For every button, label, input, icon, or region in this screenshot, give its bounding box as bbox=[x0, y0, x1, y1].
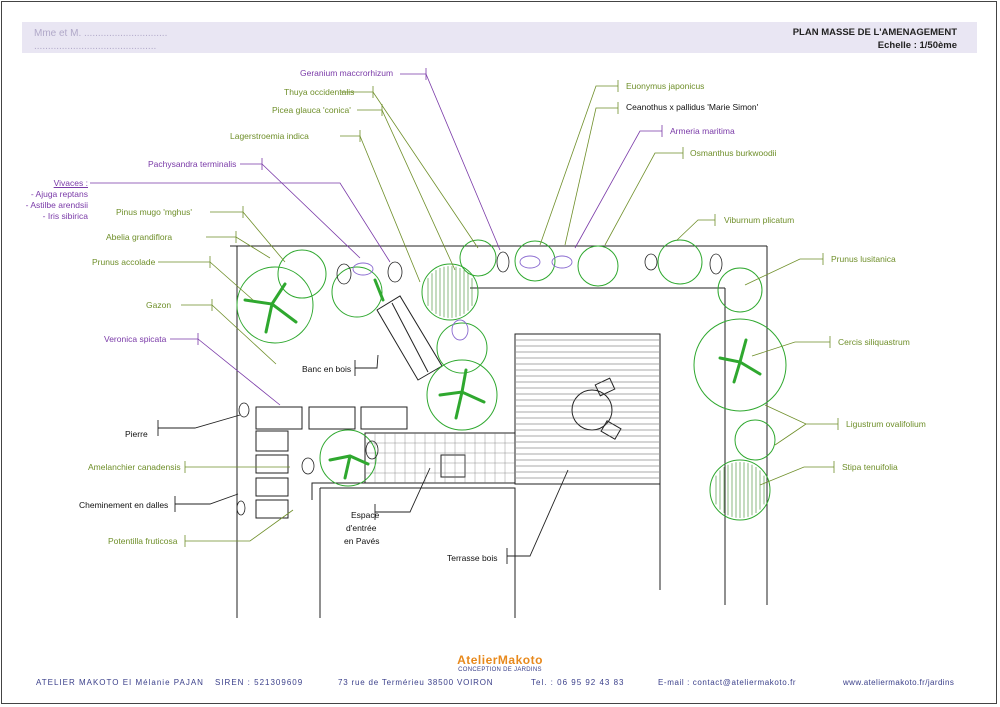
label-picea: Picea glauca 'conica' bbox=[272, 105, 351, 115]
cercis-tree bbox=[693, 318, 787, 412]
label-osmanthus: Osmanthus burkwoodii bbox=[690, 148, 777, 158]
slab bbox=[255, 406, 303, 430]
label-lagerstroemia: Lagerstroemia indica bbox=[230, 131, 309, 141]
logo-tagline: CONCEPTION DE JARDINS bbox=[458, 667, 542, 673]
label-amelanchier: Amelanchier canadensis bbox=[88, 462, 181, 472]
label-stipa: Stipa tenuifolia bbox=[842, 462, 898, 472]
footer-address: 73 rue de Termérieu 38500 VOIRON bbox=[338, 678, 494, 687]
client-line-2: ........................................… bbox=[34, 41, 157, 52]
plan-title: PLAN MASSE DE L'AMENAGEMENT bbox=[792, 27, 957, 38]
footer-siren: SIREN : 521309609 bbox=[215, 678, 304, 687]
label-geranium: Geranium maccrorhizum bbox=[300, 68, 394, 78]
label-thuya: Thuya occidentalis bbox=[284, 87, 355, 97]
slab bbox=[255, 477, 289, 497]
header-band bbox=[22, 22, 977, 53]
label-prunus-accolade: Prunus accolade bbox=[92, 257, 156, 267]
label-gazon: Gazon bbox=[146, 300, 172, 310]
slab bbox=[255, 454, 289, 474]
label-pachysandra: Pachysandra terminalis bbox=[148, 159, 237, 169]
slab bbox=[308, 406, 356, 430]
label-ceanothus: Ceanothus x pallidus 'Marie Simon' bbox=[626, 102, 759, 112]
client-line-1: Mme et M. .............................. bbox=[34, 28, 168, 39]
label-armeria: Armeria maritima bbox=[670, 126, 735, 136]
stipa-clump bbox=[709, 459, 771, 521]
slab bbox=[255, 499, 289, 519]
vivaces-list: Vivaces : - Ajuga reptans - Astilbe aren… bbox=[24, 178, 88, 222]
amelanchier-tree bbox=[319, 429, 377, 487]
prunus-accolade-tree bbox=[236, 266, 314, 344]
label-viburnum: Viburnum plicatum bbox=[724, 215, 795, 225]
plan-scale: Echelle : 1/50ème bbox=[877, 40, 957, 51]
plan-title-block: PLAN MASSE DE L'AMENAGEMENT Echelle : 1/… bbox=[793, 26, 957, 52]
label-veronica: Veronica spicata bbox=[104, 334, 167, 344]
label-pinus: Pinus mugo 'mghus' bbox=[116, 207, 193, 217]
label-terrasse: Terrasse bois bbox=[447, 553, 498, 563]
company-logo: AtelierMakoto CONCEPTION DE JARDINS bbox=[450, 654, 550, 674]
client-name-block: Mme et M. ..............................… bbox=[34, 27, 167, 53]
label-espace-1: Espace bbox=[351, 510, 380, 520]
label-abelia: Abelia grandiflora bbox=[106, 232, 173, 242]
slab bbox=[360, 406, 408, 430]
label-prunus-lusitanica: Prunus lusitanica bbox=[831, 254, 896, 264]
wood-terrace bbox=[514, 333, 661, 485]
footer-email: E-mail : contact@ateliermakoto.fr bbox=[658, 678, 797, 687]
footer-company: ATELIER MAKOTO EI Mélanie PAJAN bbox=[36, 678, 204, 687]
vivaces-item: - Iris sibirica bbox=[42, 211, 88, 221]
paved-entry bbox=[364, 432, 516, 484]
footer-website[interactable]: www.ateliermakoto.fr/jardins bbox=[843, 678, 955, 687]
label-banc: Banc en bois bbox=[302, 364, 352, 374]
vivaces-item: - Ajuga reptans bbox=[30, 189, 88, 199]
slab bbox=[255, 430, 289, 452]
label-potentilla: Potentilla fruticosa bbox=[108, 536, 178, 546]
label-ligustrum: Ligustrum ovalifolium bbox=[846, 419, 926, 429]
lagerstroemia-tree bbox=[426, 359, 498, 431]
label-cercis: Cercis siliquastrum bbox=[838, 337, 910, 347]
label-cheminement: Cheminement en dalles bbox=[79, 500, 169, 510]
label-pierre: Pierre bbox=[125, 429, 148, 439]
footer-phone: Tel. : 06 95 92 43 83 bbox=[531, 678, 625, 687]
logo-name: AtelierMakoto bbox=[457, 653, 543, 667]
label-espace-3: en Pavés bbox=[344, 536, 380, 546]
entry-step bbox=[440, 454, 466, 478]
label-euonymus: Euonymus japonicus bbox=[626, 81, 705, 91]
label-espace-2: d'entrée bbox=[346, 523, 377, 533]
vivaces-title: Vivaces : bbox=[53, 178, 88, 188]
vivaces-item: - Astilbe arendsii bbox=[25, 200, 88, 210]
